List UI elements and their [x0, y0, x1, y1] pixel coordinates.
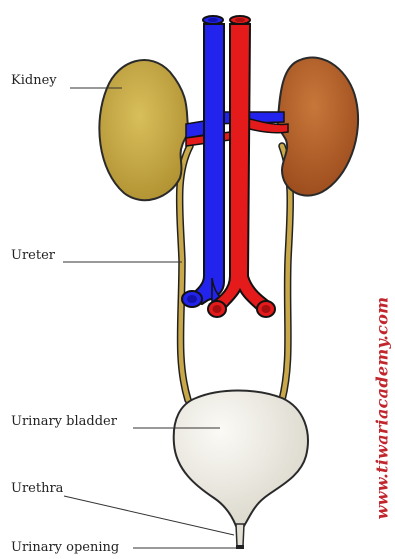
urinary-bladder-label: Urinary bladder — [11, 415, 117, 428]
urethra-leader-line — [64, 496, 234, 535]
right-kidney — [278, 58, 358, 196]
urethra — [236, 524, 244, 546]
left-kidney — [99, 60, 188, 200]
urethra-label: Urethra — [11, 482, 63, 495]
urinary-bladder — [174, 391, 308, 527]
kidney-label: Kidney — [11, 74, 57, 87]
inferior-vena-cava — [186, 24, 224, 304]
ureter-label: Ureter — [11, 249, 55, 262]
urinary-opening-label: Urinary opening — [11, 541, 119, 554]
urinary-opening — [236, 545, 244, 549]
watermark-text: www.tiwariacademy.com — [373, 297, 392, 520]
